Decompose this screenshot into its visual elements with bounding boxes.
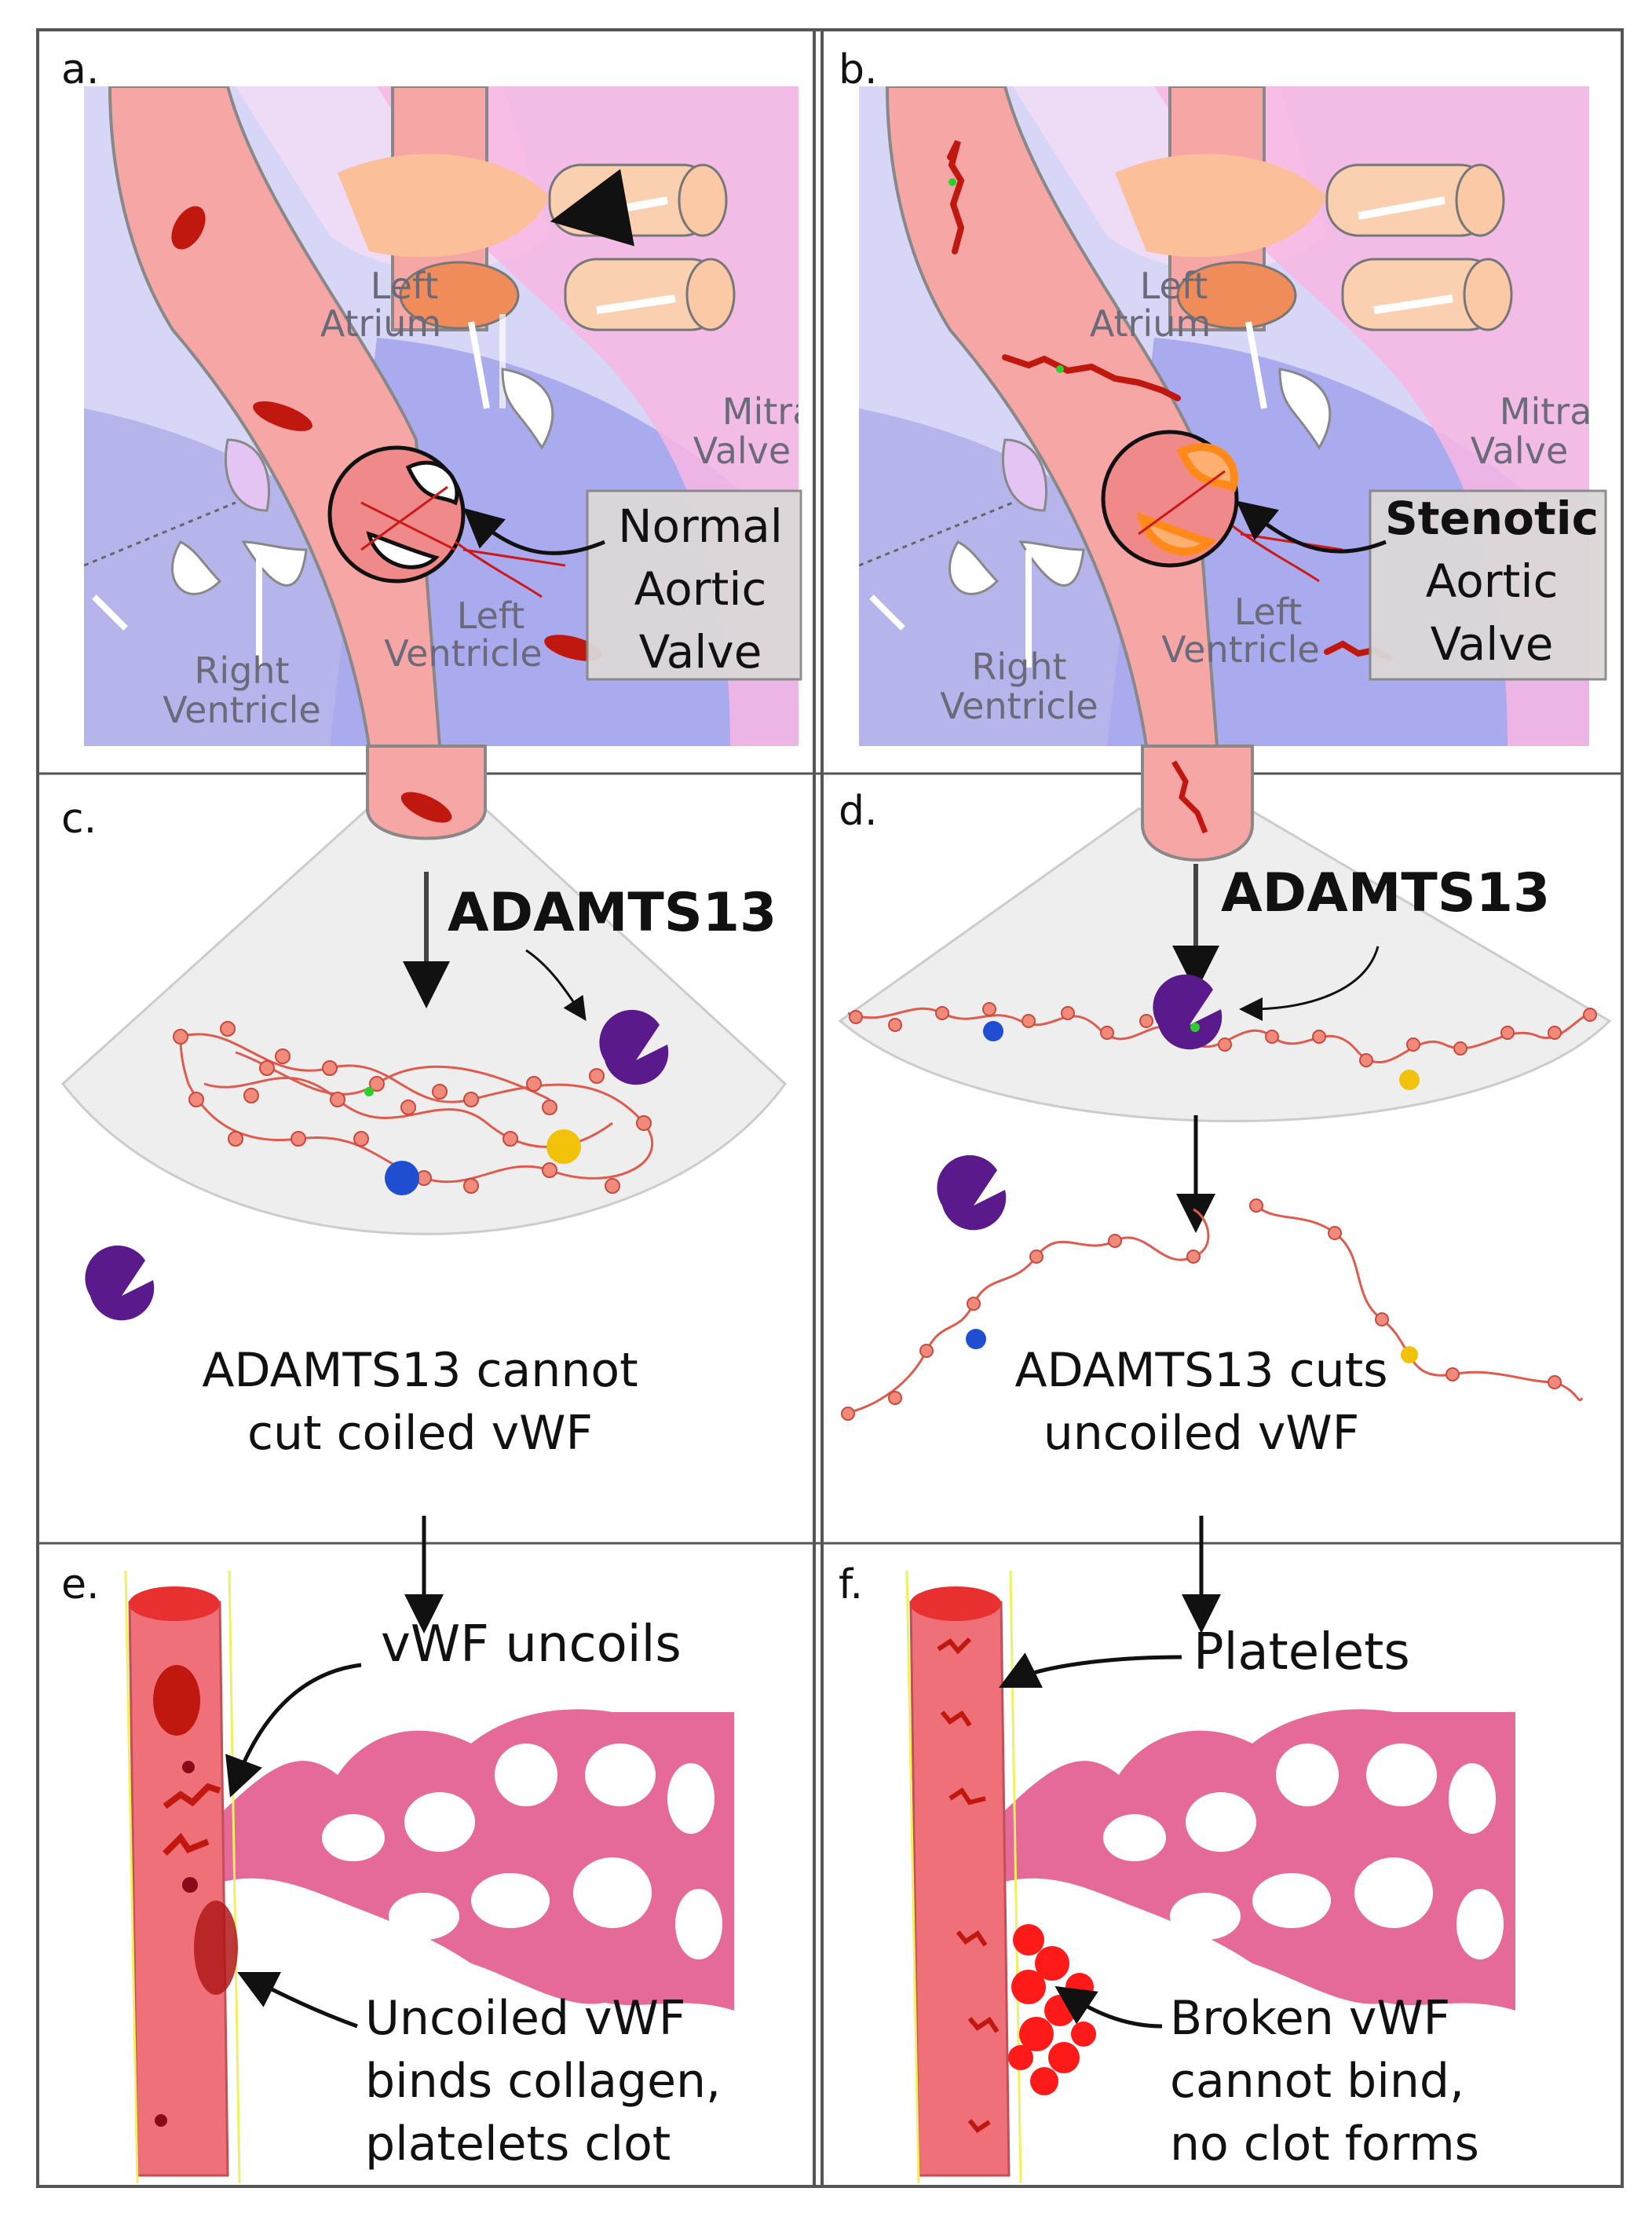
bottom-label-e-1: Uncoiled vWF <box>365 1991 685 2046</box>
label-b-mitral-1: Mitral <box>1500 390 1602 433</box>
bottom-label-e-3: platelets clot <box>365 2117 671 2172</box>
yellow-domain-c <box>546 1129 581 1164</box>
panel-f-letter: f. <box>839 1561 863 1608</box>
label-a-mitral-2: Valve <box>693 430 791 472</box>
bottom-label-f-1: Broken vWF <box>1170 1991 1450 2046</box>
vwf-beads-d <box>849 1002 1597 1067</box>
panel-c: c. ADAMTS13 ADAMTS13 cannot cut coiled v… <box>60 745 787 1461</box>
label-b-right-ventricle-1: Right <box>971 646 1066 688</box>
bottom-label-e-2: binds collagen, <box>365 2054 721 2109</box>
caption-c-line-1: ADAMTS13 cannot <box>202 1343 638 1398</box>
callout-a-line-1: Normal <box>618 499 783 553</box>
label-a-right-ventricle-2: Ventricle <box>163 689 320 731</box>
vwf-clot-e <box>153 1665 238 2127</box>
vessel-stub-d <box>1141 745 1254 862</box>
adamts13-enzyme-d1 <box>1153 974 1223 1050</box>
bottom-label-f-3: no clot forms <box>1170 2117 1479 2172</box>
label-a-mitral-1: Mitral <box>722 390 824 433</box>
caption-d-line-2: uncoiled vWF <box>1043 1406 1360 1461</box>
label-a-left-atrium-2: Atrium <box>320 302 441 345</box>
bottom-label-f-2: cannot bind, <box>1170 2054 1464 2109</box>
caption-d-line-1: ADAMTS13 cuts <box>1015 1343 1388 1398</box>
panel-b: b. <box>839 46 1607 746</box>
vwf-fragment-beads-d <box>841 1198 1562 1421</box>
label-a-right-ventricle-1: Right <box>194 649 289 692</box>
label-a-left-ventricle-2: Ventricle <box>384 632 542 675</box>
panel-a: a. <box>61 46 824 746</box>
panel-b-letter: b. <box>839 46 878 93</box>
callout-a-line-2: Aortic <box>634 562 767 616</box>
callout-b-line-3: Valve <box>1431 617 1554 671</box>
panel-e-letter: e. <box>61 1561 100 1608</box>
panel-a-letter: a. <box>61 46 99 93</box>
vessel-stub-c <box>366 745 487 840</box>
panel-d: d. ADAMTS13 <box>838 745 1612 1461</box>
caption-c-line-2: cut coiled vWF <box>247 1406 593 1461</box>
label-a-left-ventricle-1: Left <box>457 595 525 637</box>
adamts13-label-d: ADAMTS13 <box>1221 862 1550 924</box>
label-b-left-ventricle-2: Ventricle <box>1161 628 1319 671</box>
panel-f: f. Pla <box>839 1561 1515 2184</box>
callout-box-a <box>586 489 802 681</box>
vessel-f <box>909 1601 1011 2177</box>
heart-illustration-b: Left Atrium Mitral Valve Right Ventricle… <box>859 86 1602 746</box>
adamts13-enzyme-c2 <box>85 1245 155 1321</box>
panel-e: e. vWF uncoils Uncoiled <box>61 1561 734 2184</box>
callout-box-b <box>1369 489 1607 681</box>
label-a-left-atrium-1: Left <box>371 265 439 307</box>
label-b-mitral-2: Valve <box>1471 430 1568 472</box>
label-b-left-atrium-2: Atrium <box>1090 302 1211 345</box>
adamts13-enzyme-c1 <box>599 1009 669 1085</box>
broken-vwf-f <box>937 1637 1000 2133</box>
label-b-left-atrium-1: Left <box>1140 265 1208 307</box>
heart-illustration-a: Left Atrium Mitral Valve Right Ventricle… <box>84 86 824 746</box>
blue-domain-c <box>385 1161 419 1195</box>
adamts13-enzyme-d2 <box>937 1154 1007 1231</box>
top-label-e: vWF uncoils <box>381 1615 682 1674</box>
capillary-network-f <box>993 1709 1515 2011</box>
callout-b-line-2: Aortic <box>1426 554 1559 608</box>
label-b-left-ventricle-1: Left <box>1234 591 1303 633</box>
callout-a-line-3: Valve <box>639 625 762 679</box>
panel-d-letter: d. <box>839 788 878 835</box>
top-label-f: Platelets <box>1193 1623 1410 1681</box>
callout-b-line-1: Stenotic <box>1385 492 1599 545</box>
panel-c-letter: c. <box>61 796 97 843</box>
adamts13-label-c: ADAMTS13 <box>448 882 777 944</box>
label-b-right-ventricle-2: Ventricle <box>940 685 1098 727</box>
capillary-network-e <box>212 1709 734 2011</box>
